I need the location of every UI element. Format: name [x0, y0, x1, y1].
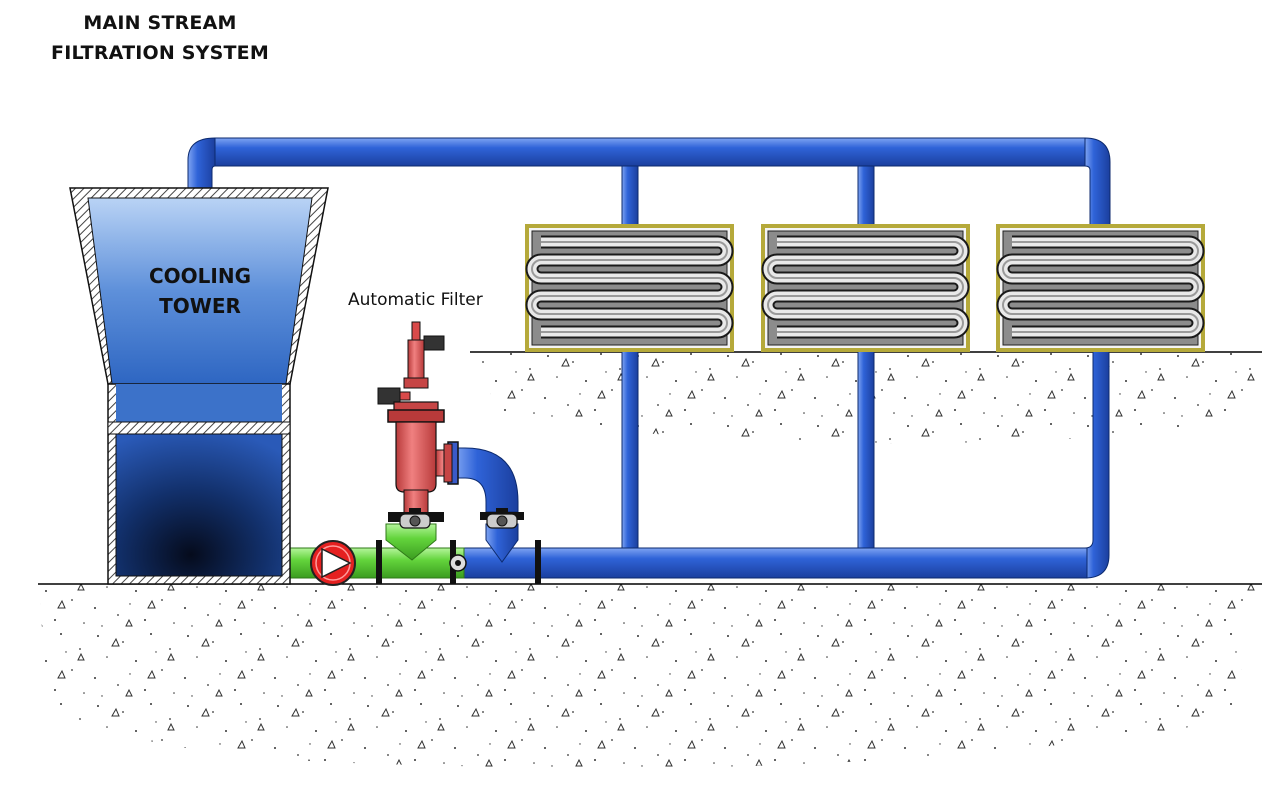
cooling-tower-label-line-2: TOWER	[159, 294, 241, 318]
title-line-1: MAIN STREAM	[83, 12, 237, 34]
pump-icon	[310, 540, 356, 586]
heat-exchanger-3	[996, 224, 1205, 352]
return-pipe	[461, 540, 1088, 584]
title-line-2: FILTRATION SYSTEM	[51, 42, 269, 64]
supply-pipe	[187, 137, 1111, 229]
cooling-tower	[69, 187, 329, 585]
valve-icon	[486, 508, 518, 529]
heat-exchanger-2	[761, 224, 970, 352]
automatic-filter-icon	[377, 321, 453, 529]
heat-exchangers	[525, 224, 1205, 352]
valve-icon	[399, 508, 431, 529]
automatic-filter-label: Automatic Filter	[348, 290, 483, 310]
ground	[38, 583, 1262, 768]
cooling-tower-label-line-1: COOLING	[148, 264, 252, 288]
heat-exchanger-1	[525, 224, 734, 352]
filter-outlet-elbow	[447, 441, 524, 563]
valve-icon	[449, 554, 467, 572]
